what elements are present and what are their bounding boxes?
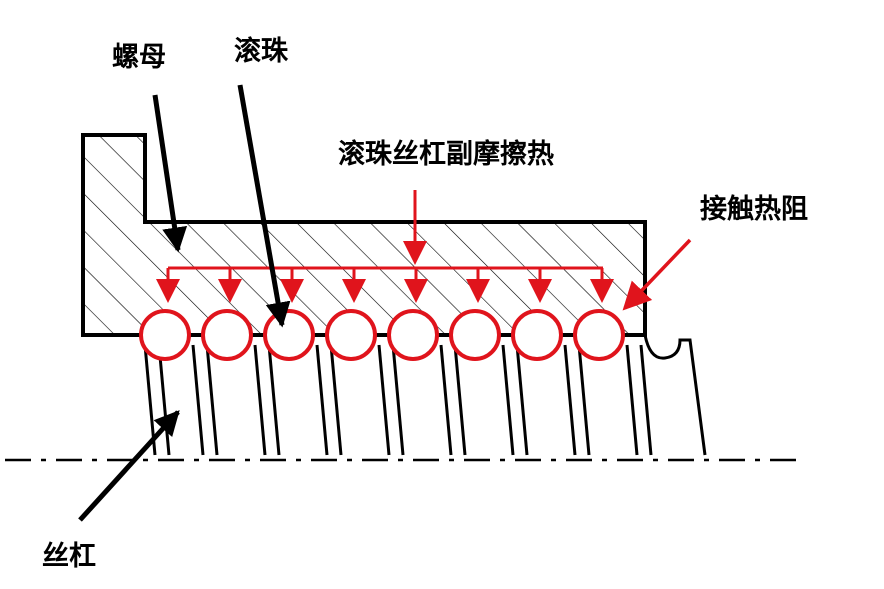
balls	[139, 309, 625, 361]
ball	[449, 309, 501, 361]
ball	[573, 309, 625, 361]
thread-line	[315, 344, 329, 456]
thread-line	[329, 344, 343, 456]
label-nut: 螺母	[112, 42, 166, 73]
label-screw: 丝杠	[42, 541, 96, 572]
thread-line	[515, 344, 529, 456]
thread-line	[205, 344, 219, 456]
thread-line	[253, 344, 267, 456]
ball	[387, 309, 439, 361]
thread-line	[391, 344, 405, 456]
thread-line	[625, 344, 639, 456]
screw-threads	[143, 344, 653, 456]
ball	[511, 309, 563, 361]
label-contact-resistance: 接触热阻	[700, 194, 808, 225]
thread-line	[377, 344, 391, 456]
ball	[325, 309, 377, 361]
thread-line	[453, 344, 467, 456]
thread-line	[267, 344, 281, 456]
thread-line	[639, 344, 653, 456]
ball	[263, 309, 315, 361]
thread-line	[157, 344, 171, 456]
thread-line	[563, 344, 577, 456]
screw-pointer-arrow	[78, 410, 180, 522]
heat-flow	[156, 190, 692, 311]
screw-end-profile	[643, 334, 707, 456]
thread-line	[577, 344, 591, 456]
ball	[201, 309, 253, 361]
thread-line	[501, 344, 515, 456]
thread-line	[191, 344, 205, 456]
label-friction-heat: 滚珠丝杠副摩擦热	[338, 138, 554, 170]
thread-line	[439, 344, 453, 456]
label-ball: 滚珠	[234, 35, 289, 67]
contact-resistance-arrow	[622, 238, 692, 311]
nut-pointer-arrow	[152, 94, 188, 253]
ball	[139, 309, 191, 361]
ball-pointer-arrow	[237, 84, 291, 328]
